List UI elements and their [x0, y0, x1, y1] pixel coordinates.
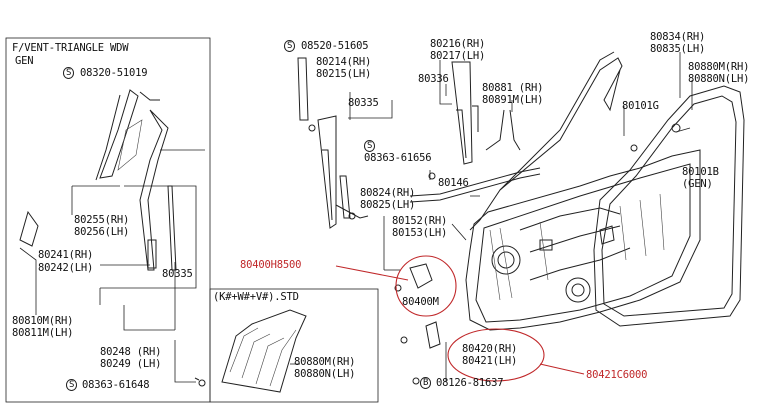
part-80152[interactable]: 80152(RH) [392, 215, 448, 227]
part-screw-08520[interactable]: 08520-51605 [301, 40, 369, 52]
main-leader-lines [348, 52, 693, 382]
screw-top-icon: S [63, 66, 75, 79]
part-screw-08363-main[interactable]: 08363-61656 [364, 152, 432, 164]
part-80249[interactable]: 80249 (LH) [100, 358, 162, 370]
part-80810[interactable]: 80810M(RH) [12, 315, 74, 327]
part-80101g[interactable]: 80101G [622, 100, 659, 112]
screw-symbol: S [66, 379, 78, 391]
part-80242[interactable]: 80242(LH) [38, 262, 94, 274]
vent-window-inset-frame [5, 37, 211, 403]
part-80101b[interactable]: 80101B [682, 166, 719, 178]
callout-80421c6000[interactable]: 80421C6000 [586, 369, 648, 381]
vent-triangle-glass [95, 89, 169, 271]
part-80153[interactable]: 80153(LH) [392, 227, 448, 239]
part-screw-08363-vent[interactable]: 08363-61648 [82, 379, 150, 391]
screw-symbol: S [63, 67, 75, 79]
bolt-symbol: B [420, 377, 432, 389]
callout-line-right [539, 363, 585, 375]
outer-moulding-80824 [409, 167, 541, 203]
screw-08520-icon: S [284, 39, 296, 52]
part-80335-vent[interactable]: 80335 [162, 268, 193, 280]
part-80248[interactable]: 80248 (RH) [100, 346, 162, 358]
vent-inset-subtitle: GEN [15, 55, 34, 67]
sash-run-80216 [451, 61, 479, 165]
glass-run-80881 [485, 109, 521, 151]
part-80880m-std[interactable]: 80880M(RH) [294, 356, 356, 368]
sash-channel-80214 [297, 57, 337, 229]
part-80825[interactable]: 80825(LH) [360, 199, 416, 211]
part-80101b-gen: (GEN) [682, 178, 713, 190]
vent-corner-piece [19, 210, 39, 247]
vent-inset-title: F/VENT-TRIANGLE WDW [12, 42, 129, 54]
part-bolt-08126[interactable]: 08126-81637 [436, 377, 504, 389]
std-inset-title: (K#+W#+V#).STD [213, 291, 299, 303]
part-80880n-std[interactable]: 80880N(LH) [294, 368, 356, 380]
part-80216[interactable]: 80216(RH) [430, 38, 486, 50]
part-80420[interactable]: 80420(RH) [462, 343, 518, 355]
door-trim-hatching [489, 193, 665, 301]
bolt-08126-icon: B [420, 376, 432, 389]
callout-80400h8500[interactable]: 80400H8500 [240, 259, 302, 271]
screw-symbol: S [364, 140, 376, 152]
callout-line-left [335, 265, 409, 281]
std-door-glass [221, 309, 307, 393]
part-80824[interactable]: 80824(RH) [360, 187, 416, 199]
vent-screw-bottom-drawing [194, 377, 206, 387]
part-80217[interactable]: 80217(LH) [430, 50, 486, 62]
part-80880n-main[interactable]: 80880N(LH) [688, 73, 750, 85]
part-80214[interactable]: 80214(RH) [316, 56, 372, 68]
part-80256[interactable]: 80256(LH) [74, 226, 130, 238]
part-80811[interactable]: 80811M(LH) [12, 327, 74, 339]
callout-circle-lower-hinge [447, 328, 545, 382]
part-80255[interactable]: 80255(RH) [74, 214, 130, 226]
screw-symbol: S [284, 40, 296, 52]
part-80335-main[interactable]: 80335 [348, 97, 379, 109]
part-80835[interactable]: 80835(LH) [650, 43, 706, 55]
std-glass-inset-frame [209, 288, 379, 403]
part-80336[interactable]: 80336 [418, 73, 449, 85]
hinge-80400m [394, 263, 433, 292]
part-80834[interactable]: 80834(RH) [650, 31, 706, 43]
part-80421[interactable]: 80421(LH) [462, 355, 518, 367]
hinge-80420 [400, 321, 441, 385]
weatherstrip-80880 [593, 85, 745, 327]
vent-channel-strip [147, 185, 177, 271]
screw-08363-icon: S [364, 139, 376, 152]
part-80400m[interactable]: 80400M [402, 296, 439, 308]
part-80881[interactable]: 80881 (RH) [482, 82, 544, 94]
part-80146[interactable]: 80146 [438, 177, 469, 189]
part-80215[interactable]: 80215(LH) [316, 68, 372, 80]
part-80891m[interactable]: 80891M(LH) [482, 94, 544, 106]
red-annotation-shapes [335, 255, 585, 382]
vent-leader-lines [19, 149, 205, 383]
part-80880m-main[interactable]: 80880M(RH) [688, 61, 750, 73]
screw-bottom-icon: S [66, 378, 78, 391]
callout-circle-hinge [395, 255, 457, 317]
part-80241[interactable]: 80241(RH) [38, 249, 94, 261]
part-screw-08320[interactable]: 08320-51019 [80, 67, 148, 79]
door-frame-outline [469, 51, 623, 231]
